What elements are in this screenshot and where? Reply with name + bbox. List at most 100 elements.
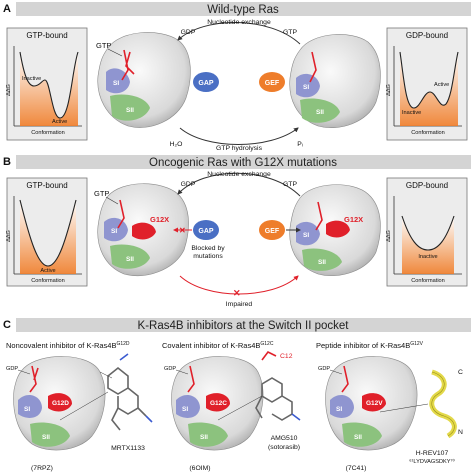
switch2-label: SII: [354, 434, 362, 441]
gap-enzyme: GAP: [193, 72, 219, 92]
gtp-entry-label: GTP: [283, 29, 297, 36]
svg-text:GEF: GEF: [265, 80, 280, 87]
svg-text:GEF: GEF: [265, 228, 280, 235]
panel-b-gdp-energy-plot: GDP-bound ΔΔG Conformation Inactive: [386, 177, 468, 287]
inhibitor-g12d: Noncovalent inhibitor of K-Ras4BG12D GDP…: [6, 341, 153, 472]
pdb-id: (7C41): [346, 465, 367, 472]
peptide-sequence: ⁶¹LYDVAGSDKY⁷⁰: [409, 458, 455, 465]
panel-b-gtp-energy-plot: GTP-bound ΔΔG Conformation Active: [6, 177, 88, 287]
plot-title: GDP-bound: [406, 31, 448, 40]
plot-xlabel: Conformation: [411, 278, 445, 284]
drug-name: MRTX1133: [111, 445, 145, 452]
plot-title: GTP-bound: [26, 31, 67, 40]
g12x-label: G12X: [344, 215, 363, 224]
inhibitor-g12c: Covalent inhibitor of K-Ras4BG12C GDP SI…: [162, 341, 301, 472]
h2o-label: H₂O: [170, 141, 183, 148]
plot-xlabel: Conformation: [31, 278, 65, 284]
panel-b-ras-gdp-structure: SI SII G12X: [289, 184, 381, 277]
plot-ylabel: ΔΔG: [6, 84, 12, 96]
state-label: Inactive: [418, 254, 437, 260]
drug-stick-model: [107, 353, 153, 431]
panel-a-letter: A: [3, 3, 11, 15]
switch1-label: SI: [111, 228, 117, 235]
inhibitor-heading: Peptide inhibitor of K-Ras4BG12V: [316, 341, 424, 350]
gdp-release-label: GDP: [181, 181, 196, 188]
c-terminus-label: C: [458, 369, 463, 376]
plot-xlabel: Conformation: [31, 130, 65, 136]
panel-a: A Wild-type Ras GTP-bound ΔΔG Conformati…: [3, 2, 471, 152]
inhibitor-heading: Noncovalent inhibitor of K-Ras4BG12D: [6, 341, 130, 350]
plot-title: GTP-bound: [26, 181, 67, 190]
gdp-label: GDP: [318, 366, 330, 372]
panel-b: B Oncogenic Ras with G12X mutations GTP-…: [3, 155, 471, 308]
blocked-x-icon: ✕: [179, 226, 186, 235]
panel-b-ras-gtp-structure: SI SII G12X GTP: [94, 183, 189, 276]
inhibitor-heading: Covalent inhibitor of K-Ras4BG12C: [162, 341, 274, 350]
peptide-helix: [429, 369, 457, 439]
nucleotide-exchange-label: Nucleotide exchange: [207, 19, 271, 26]
gap-enzyme: GAP: [193, 220, 219, 240]
switch2-label: SII: [42, 434, 50, 441]
gdp-release-label: GDP: [181, 29, 196, 36]
switch2-label: SII: [126, 107, 134, 114]
blocked-label-line1: Blocked by: [191, 245, 225, 252]
panel-b-header-bar: [16, 155, 471, 169]
switch2-label: SII: [316, 109, 324, 116]
blocked-label-line2: mutations: [193, 253, 223, 260]
impaired-label: Impaired: [226, 301, 253, 308]
pi-label: Pᵢ: [297, 141, 303, 148]
c12-residue: [261, 350, 277, 361]
gtp-entry-label: GTP: [283, 181, 297, 188]
gef-enzyme: GEF: [259, 72, 285, 92]
g12x-label: G12X: [150, 215, 169, 224]
state-label: Active: [434, 82, 449, 88]
mutation-label: G12C: [210, 400, 227, 407]
gdp-label: GDP: [6, 366, 18, 372]
pdb-id: (6OIM): [189, 465, 210, 472]
panel-c: C K-Ras4B inhibitors at the Switch II po…: [3, 318, 471, 472]
inhibitor-g12v: Peptide inhibitor of K-Ras4BG12V GDP SI …: [316, 341, 463, 472]
drug-name: H-REV107: [416, 450, 449, 457]
panel-a-ras-gtp-structure: SI SII GTP: [96, 32, 191, 128]
svg-text:GAP: GAP: [198, 228, 214, 235]
n-terminus-label: N: [458, 429, 463, 436]
gtp-label: GTP: [96, 41, 111, 50]
panel-a-title: Wild-type Ras: [207, 4, 279, 16]
svg-text:GAP: GAP: [198, 80, 214, 87]
panel-c-title: K-Ras4B inhibitors at the Switch II pock…: [138, 320, 350, 332]
switch1-label: SI: [303, 84, 309, 91]
plot-ylabel: ΔΔG: [386, 230, 392, 242]
plot-ylabel: ΔΔG: [6, 230, 12, 242]
plot-ylabel: ΔΔG: [386, 84, 392, 96]
switch2-label: SII: [200, 434, 208, 441]
plot-title: GDP-bound: [406, 181, 448, 190]
state-label: Active: [52, 119, 67, 125]
drug-alt-name: (sotorasib): [268, 444, 300, 451]
c12-label: C12: [280, 353, 293, 360]
pdb-id: (7RPZ): [31, 465, 53, 472]
drug-name: AMG510: [271, 435, 298, 442]
mutation-label: G12V: [366, 400, 383, 407]
switch1-label: SI: [336, 406, 342, 413]
state-label: Inactive: [22, 76, 41, 82]
gtp-label: GTP: [94, 189, 109, 198]
panel-a-ras-gdp-structure: SI SII: [289, 34, 381, 128]
switch2-label: SII: [318, 259, 326, 266]
switch1-label: SI: [182, 406, 188, 413]
gtp-hydrolysis-label: GTP hydrolysis: [216, 145, 263, 152]
state-label: Active: [40, 268, 55, 274]
panel-b-letter: B: [3, 156, 11, 168]
gdp-label: GDP: [164, 366, 176, 372]
switch1-label: SI: [24, 406, 30, 413]
panel-a-cycle-arrows: Nucleotide exchange GDP GTP GTP hydrolys…: [170, 19, 303, 152]
mutation-label: G12D: [52, 400, 69, 407]
plot-xlabel: Conformation: [411, 130, 445, 136]
panel-b-title: Oncogenic Ras with G12X mutations: [149, 157, 337, 169]
panel-a-gtp-energy-plot: GTP-bound ΔΔG Conformation Inactive Acti…: [6, 27, 88, 141]
panel-b-cycle-arrows: Nucleotide exchange GDP GTP ✕ Impaired ✕…: [173, 171, 301, 308]
state-label: Inactive: [402, 110, 421, 116]
switch2-label: SII: [126, 256, 134, 263]
panel-a-header-bar: [16, 2, 471, 16]
panel-a-gdp-energy-plot: GDP-bound ΔΔG Conformation Inactive Acti…: [386, 27, 468, 141]
panel-c-header-bar: [16, 318, 471, 332]
